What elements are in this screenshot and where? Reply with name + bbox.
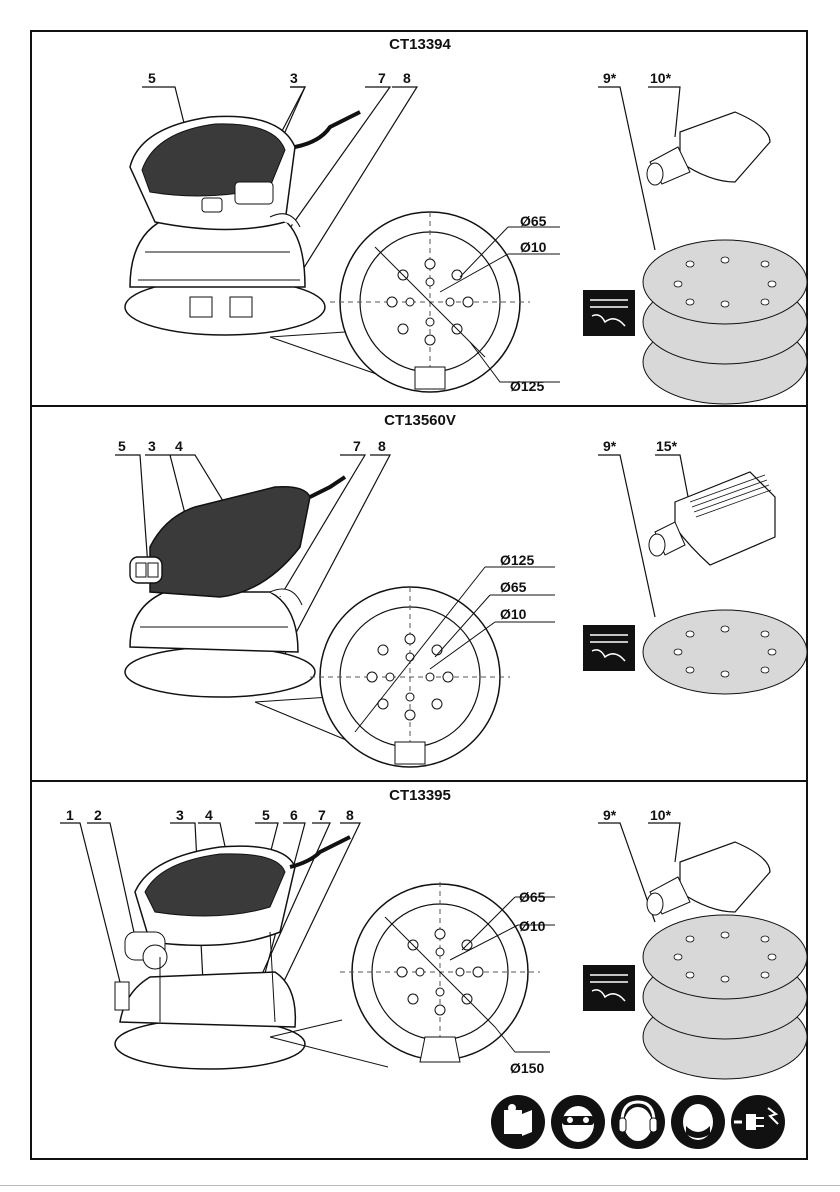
eye-protection-icon xyxy=(551,1095,605,1149)
dust-mask-icon xyxy=(671,1095,725,1149)
sanding-discs-illustration xyxy=(583,915,807,1079)
ear-protection-icon xyxy=(611,1095,665,1149)
pad-detail xyxy=(330,212,560,392)
safety-icons xyxy=(488,1092,788,1152)
dust-bag-illustration xyxy=(647,842,770,915)
unplug-icon xyxy=(731,1095,785,1149)
sanding-discs-illustration xyxy=(583,240,807,404)
panel-3-illustration xyxy=(30,782,808,1082)
sander-illustration xyxy=(125,112,360,335)
sander-illustration xyxy=(125,477,345,697)
page-bottom-edge xyxy=(0,1185,840,1186)
read-manual-icon xyxy=(491,1095,545,1149)
dust-box-illustration xyxy=(649,472,775,565)
sander-illustration xyxy=(115,837,350,1069)
panel-2-illustration xyxy=(30,407,808,780)
pad-detail xyxy=(340,882,555,1062)
panel-1-illustration xyxy=(30,32,808,405)
sanding-discs-illustration xyxy=(583,610,807,694)
dust-bag-illustration xyxy=(647,112,770,185)
pad-detail xyxy=(310,567,555,767)
